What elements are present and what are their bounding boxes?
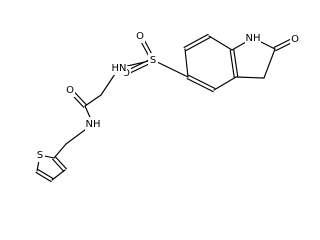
atom-s_sulfonyl: S <box>148 53 158 67</box>
atom-label-o_sulfonyl_top: O <box>136 31 144 42</box>
atom-label-o_amide: O <box>66 85 74 96</box>
bond-layer <box>35 33 297 183</box>
atom-label-layer: NHOSOOHNONHS <box>35 29 300 162</box>
atom-label-background <box>135 29 145 43</box>
single-bond-c3-c3a <box>235 76 265 79</box>
single-bond-ch2-amide_c <box>84 94 102 107</box>
atom-o_amide: O <box>65 83 75 97</box>
single-bond-c5-s <box>152 59 189 78</box>
single-bond-tc4-tc3 <box>51 169 66 181</box>
double-bond-c4-c5 <box>186 78 214 93</box>
atom-o_lactam: O <box>290 32 300 46</box>
single-bond-ch2b-tc2 <box>53 143 67 159</box>
double-bond-tc5-tc4 <box>37 168 54 180</box>
molecule-diagram: NHOSOOHNONHS <box>35 29 300 183</box>
atom-o_sulfonyl_top: O <box>135 29 145 43</box>
atom-label-background <box>148 53 158 67</box>
atom-label-background <box>65 83 75 97</box>
single-bond-c5-c6 <box>184 48 189 78</box>
single-bond-c3a-c4 <box>213 76 237 91</box>
single-bond-c2-c3 <box>263 48 276 79</box>
atom-label-background <box>290 32 300 46</box>
atom-label-background <box>85 117 101 131</box>
double-bond-c4-c5 <box>188 74 216 89</box>
double-bond-c3a-c7a <box>233 49 239 78</box>
atom-label-s_sulfonyl: S <box>150 55 156 66</box>
atom-label-background <box>245 31 261 45</box>
atom-label-background <box>35 148 45 162</box>
double-bond-tc3-tc2 <box>52 158 65 172</box>
atom-label-nh_ring: NH <box>246 33 261 44</box>
atom-label-nh_amide: NH <box>86 119 101 130</box>
double-bond-tc5-tc4 <box>35 171 52 183</box>
atom-nh_ring: NH <box>245 31 261 45</box>
atom-label-s_thiophene: S <box>37 150 43 161</box>
atom-label-nh_sulfonamide: HN <box>112 63 127 74</box>
double-bond-c6-c7 <box>185 37 211 52</box>
double-bond-c6-c7 <box>183 33 209 48</box>
atom-label-o_lactam: O <box>291 34 299 45</box>
atom-nh_amide: NH <box>85 117 101 131</box>
atom-label-background <box>111 61 127 75</box>
double-bond-c3a-c7a <box>229 49 235 78</box>
atom-nh_sulfonamide: HN <box>111 61 127 75</box>
single-bond-c7-c7a <box>208 35 233 51</box>
atom-s_thiophene: S <box>35 148 45 162</box>
double-bond-tc3-tc2 <box>54 156 67 170</box>
